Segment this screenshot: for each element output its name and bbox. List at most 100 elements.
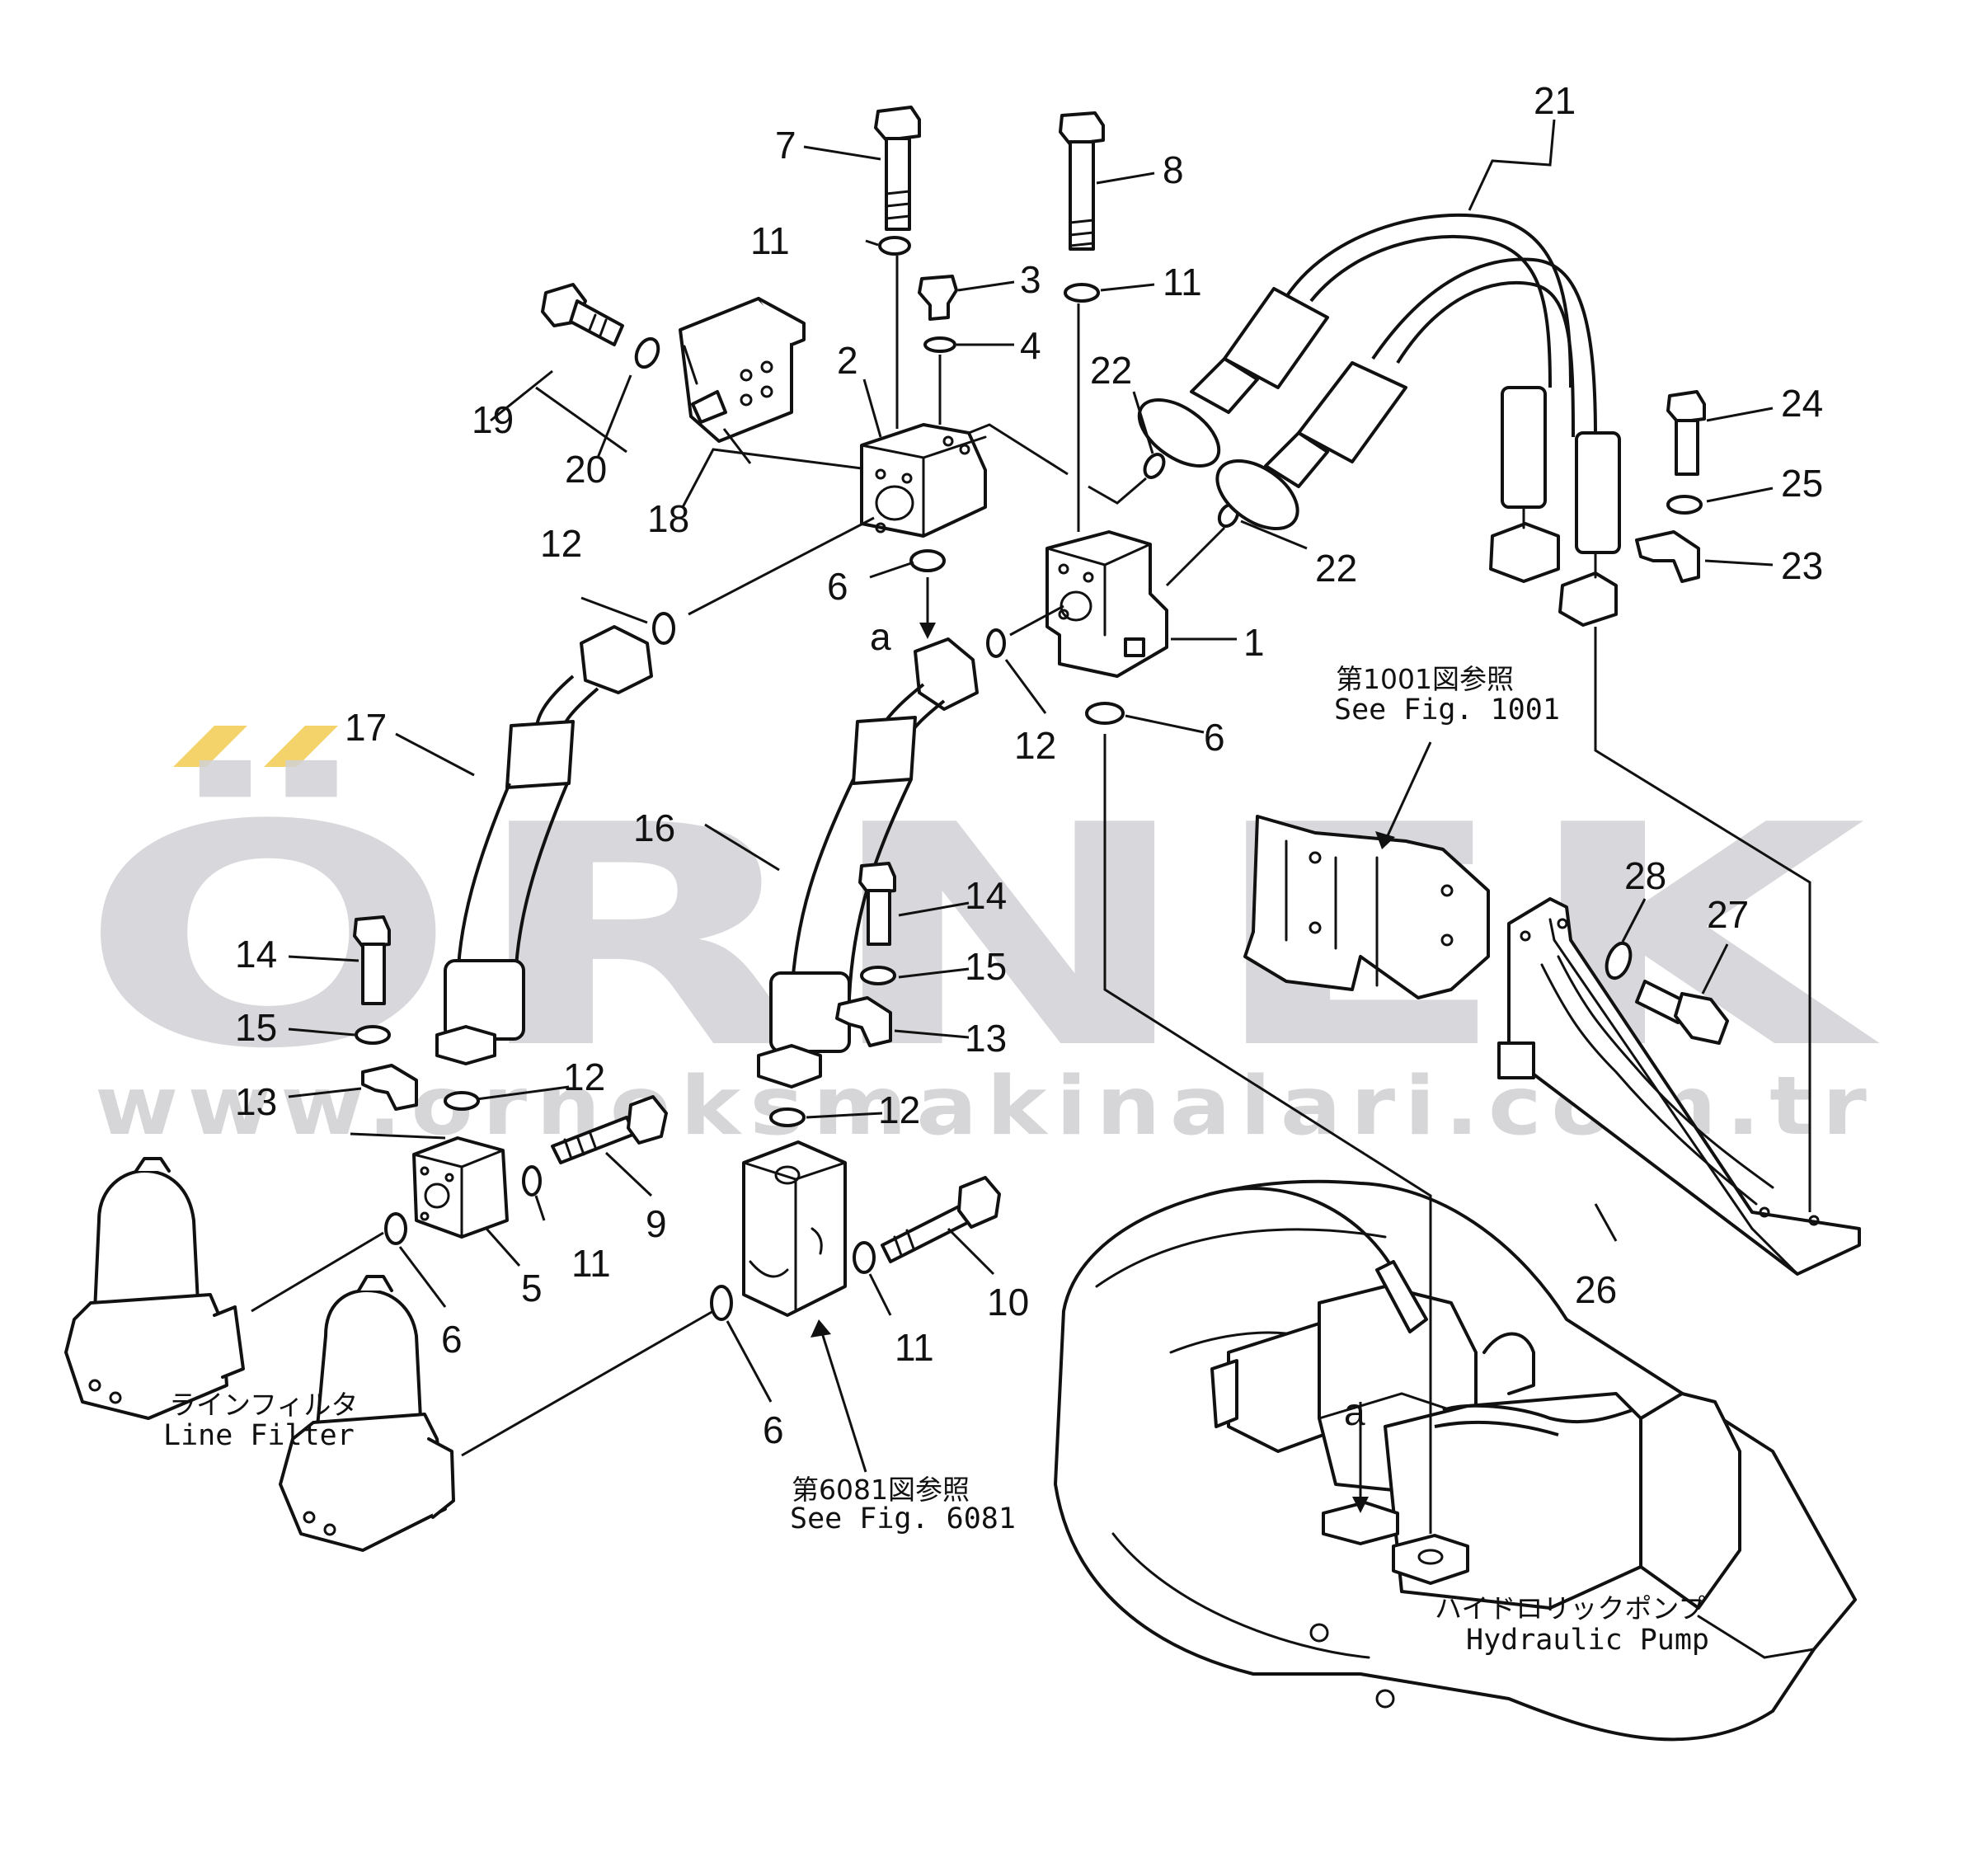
o-ring-12-lower-center [769, 1107, 806, 1127]
callout-14-left: 14 [235, 933, 277, 976]
watermark-accent-left [173, 726, 247, 767]
callout-22-upper: 22 [1090, 349, 1132, 392]
washer-11-top-right [1064, 283, 1100, 303]
callout-12-lower-left: 12 [563, 1056, 605, 1098]
hose-17 [435, 625, 653, 1065]
callout-21: 21 [1534, 79, 1576, 122]
o-ring-6-block6081 [710, 1285, 733, 1321]
hydraulic-pump [1054, 1179, 1857, 1742]
half-clamp-13-center [835, 996, 892, 1047]
callout-11-block5: 11 [571, 1242, 611, 1285]
plug-3 [918, 275, 958, 321]
callout-13-left: 13 [235, 1080, 277, 1123]
bolt-8 [1059, 111, 1105, 251]
callout-leaders [288, 119, 1774, 1403]
callout-12-upper-right: 12 [1014, 724, 1056, 767]
washer-25 [1666, 495, 1703, 515]
o-ring-22-upper [1143, 453, 1166, 479]
note-pump-jp: ハイドロリックポンプ [1435, 1592, 1705, 1624]
o-ring-12-block1 [986, 628, 1006, 658]
bolt-14-left [353, 915, 391, 1005]
line-filter-rear [64, 1157, 245, 1420]
bolt-10 [881, 1176, 1001, 1263]
note-line-filter-en: Line Filter [163, 1419, 355, 1452]
half-clamp-13-left [361, 1064, 418, 1111]
o-ring-4 [923, 336, 956, 353]
bolt-14-center [858, 862, 896, 946]
block-1 [1045, 530, 1168, 678]
o-ring-6-block5 [384, 1212, 407, 1245]
callout-22-lower: 22 [1315, 547, 1357, 590]
callout-6-block2: 6 [827, 565, 848, 608]
callout-9: 9 [646, 1202, 667, 1245]
washer-28 [1605, 941, 1633, 980]
connection-lines [251, 256, 1811, 1534]
note-fig1001-jp: 第1001図参照 [1336, 663, 1514, 695]
half-clamp-23 [1635, 530, 1700, 583]
callout-4: 4 [1020, 324, 1041, 367]
bolt-19 [541, 283, 624, 346]
callout-a-pump: a [1344, 1390, 1365, 1433]
callout-25: 25 [1781, 462, 1823, 505]
valve-18 [679, 297, 806, 443]
washer-11-block5 [522, 1165, 542, 1197]
callout-8: 8 [1163, 148, 1184, 191]
bracket-26 [1497, 897, 1861, 1276]
callout-11-top-left: 11 [750, 219, 790, 262]
callout-11-block6081: 11 [895, 1326, 934, 1369]
callout-2: 2 [837, 339, 858, 382]
callout-6-block1: 6 [1204, 716, 1225, 759]
callout-12-upper-left: 12 [540, 522, 582, 565]
callout-14-center: 14 [965, 874, 1007, 917]
hose-16 [757, 637, 979, 1088]
o-ring-6-block1 [1085, 702, 1125, 725]
watermark-accent-right [264, 726, 338, 767]
callout-10: 10 [987, 1281, 1029, 1324]
note-line-filter-jp: ラインフィルタ [169, 1389, 358, 1421]
callout-6-block5: 6 [441, 1318, 463, 1361]
note-fig1001-en: See Fig. 1001 [1334, 694, 1560, 726]
washer-15-left [355, 1025, 391, 1045]
washer-15-center [860, 966, 896, 985]
block-5 [412, 1136, 509, 1239]
callout-27: 27 [1707, 893, 1749, 936]
callout-17: 17 [345, 706, 387, 749]
washer-11-top-left [878, 236, 911, 256]
note-fig6081-jp: 第6081図参照 [792, 1474, 970, 1506]
note-pump-en: Hydraulic Pump [1466, 1624, 1709, 1657]
callout-19: 19 [472, 398, 514, 441]
callout-23: 23 [1781, 544, 1823, 587]
callout-7: 7 [775, 124, 796, 167]
block-6081 [742, 1140, 847, 1317]
callout-12-lower-center: 12 [878, 1088, 920, 1131]
callout-16: 16 [633, 806, 675, 849]
callout-5: 5 [521, 1267, 543, 1309]
line-filter-front [279, 1275, 455, 1552]
callout-20: 20 [565, 448, 607, 491]
callout-6-block6081: 6 [763, 1408, 784, 1451]
o-ring-12-block2 [652, 612, 675, 645]
bolt-27 [1635, 980, 1729, 1045]
callout-15-left: 15 [235, 1006, 277, 1049]
callout-11-top-right: 11 [1163, 261, 1202, 303]
callout-26: 26 [1575, 1268, 1617, 1311]
bolt-24 [1666, 390, 1706, 476]
callout-13-center: 13 [965, 1017, 1007, 1060]
o-ring-6-block2 [909, 549, 946, 572]
washer-11-block6081 [853, 1241, 876, 1274]
reference-notes: 第1001図参照 See Fig. 1001 第6081図参照 See Fig.… [163, 663, 1709, 1657]
o-ring-12-lower-left [444, 1091, 480, 1111]
callout-18: 18 [647, 497, 689, 540]
callout-numbers: 7 11 8 11 3 4 2 21 22 22 24 25 23 19 20 … [235, 79, 1823, 1451]
callout-24: 24 [1781, 382, 1823, 425]
block-2 [860, 423, 987, 538]
callout-a-upper: a [870, 615, 891, 658]
callout-3: 3 [1020, 258, 1041, 301]
callout-28: 28 [1624, 854, 1666, 897]
bracket-1001 [1243, 815, 1490, 999]
washer-20 [634, 336, 660, 369]
hose-assembly-21 [1137, 213, 1621, 627]
bolt-7 [874, 106, 921, 231]
callout-1: 1 [1243, 621, 1265, 664]
